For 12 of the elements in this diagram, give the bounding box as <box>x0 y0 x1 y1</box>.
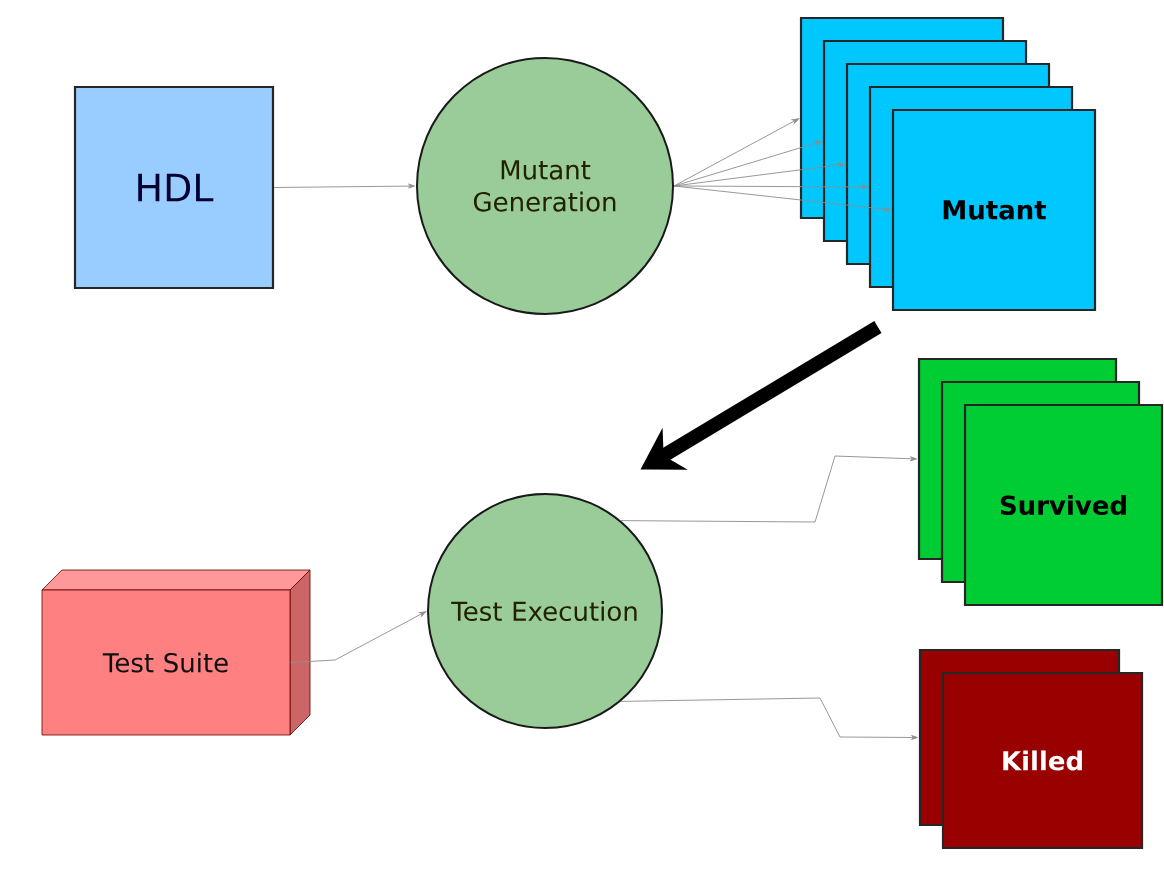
arrow <box>673 185 891 212</box>
arrow <box>673 184 868 190</box>
card-stack: Survived <box>917 357 1164 607</box>
arrow <box>673 118 800 187</box>
arrow <box>273 183 416 189</box>
arrow <box>620 455 917 523</box>
arrow <box>620 697 918 740</box>
arrow <box>289 611 427 663</box>
card-stack: Mutant <box>799 16 1097 312</box>
card-stack: Killed <box>918 648 1144 850</box>
cube-box: Test Suite <box>41 569 311 736</box>
process-box: HDL <box>73 85 275 290</box>
